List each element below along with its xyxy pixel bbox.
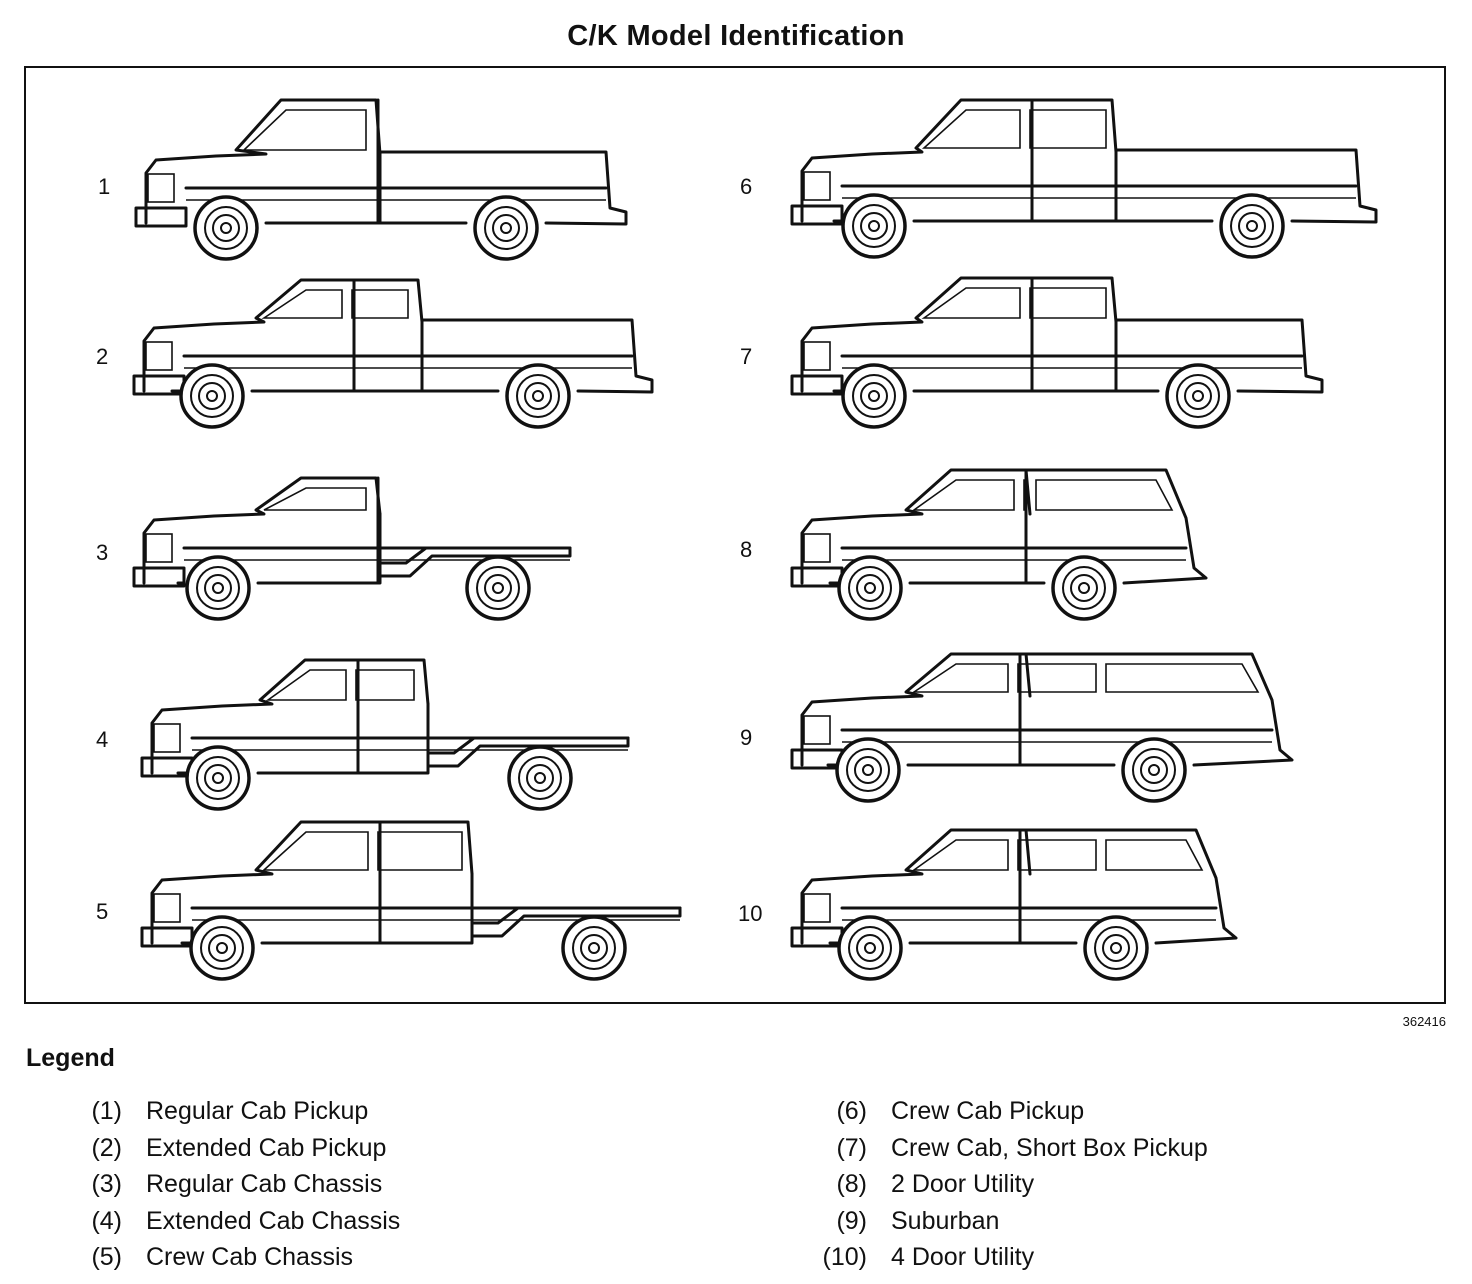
vehicle-6-drawing	[790, 98, 1378, 259]
legend-item-number: (10)	[822, 1243, 867, 1272]
legend-item-label: Crew Cab Pickup	[891, 1097, 1085, 1125]
legend-item-number: (6)	[836, 1097, 867, 1125]
vehicle-3-drawing	[132, 476, 572, 621]
legend-item-label: Extended Cab Pickup	[146, 1133, 387, 1162]
vehicle-9-drawing	[790, 652, 1294, 803]
legend-item-label: Suburban	[891, 1206, 1000, 1235]
legend-item-number: (2)	[91, 1133, 122, 1162]
vehicle-number-4: 4	[96, 727, 109, 752]
diagram-title: C/K Model Identification	[567, 20, 905, 52]
vehicle-number-5: 5	[96, 899, 109, 924]
vehicle-number-1: 1	[98, 174, 111, 199]
vehicle-number-10: 10	[738, 901, 763, 926]
legend-item-number: (8)	[836, 1170, 867, 1199]
vehicle-illustration-panel: 1 2 3 4 5 6 7 8 9 10	[24, 66, 1446, 1004]
legend-item-label: Regular Cab Chassis	[146, 1170, 383, 1199]
vehicle-5-drawing	[140, 820, 682, 981]
figure-id: 362416	[1402, 1014, 1446, 1029]
legend-item-number: (9)	[836, 1206, 867, 1235]
legend-item-number: (4)	[91, 1206, 122, 1235]
legend-item-label: 2 Door Utility	[891, 1170, 1035, 1199]
legend-item-number: (1)	[91, 1097, 122, 1125]
legend-item-label: Regular Cab Pickup	[146, 1097, 369, 1125]
legend-item-label: Crew Cab, Short Box Pickup	[891, 1133, 1208, 1162]
vehicle-number-2: 2	[96, 344, 109, 369]
legend-item-number: (7)	[836, 1133, 867, 1162]
legend-item-number: (5)	[91, 1243, 122, 1272]
vehicle-number-6: 6	[740, 174, 753, 199]
legend-item-label: Crew Cab Chassis	[146, 1243, 354, 1272]
vehicle-number-9: 9	[740, 725, 753, 750]
legend-item-label: Extended Cab Chassis	[146, 1206, 401, 1235]
vehicle-number-3: 3	[96, 540, 109, 565]
vehicle-number-8: 8	[740, 537, 753, 562]
vehicle-number-7: 7	[740, 344, 753, 369]
legend-title: Legend	[26, 1044, 115, 1072]
legend-item-label: 4 Door Utility	[891, 1243, 1035, 1272]
vehicle-4-drawing	[140, 658, 630, 811]
legend-item-number: (3)	[91, 1170, 122, 1199]
vehicle-8-drawing	[790, 468, 1208, 621]
vehicle-drawings	[132, 98, 1378, 981]
vehicle-7-drawing	[790, 276, 1324, 429]
vehicle-2-drawing	[132, 278, 654, 429]
vehicle-1-drawing	[134, 98, 628, 261]
vehicle-10-drawing	[790, 828, 1238, 981]
